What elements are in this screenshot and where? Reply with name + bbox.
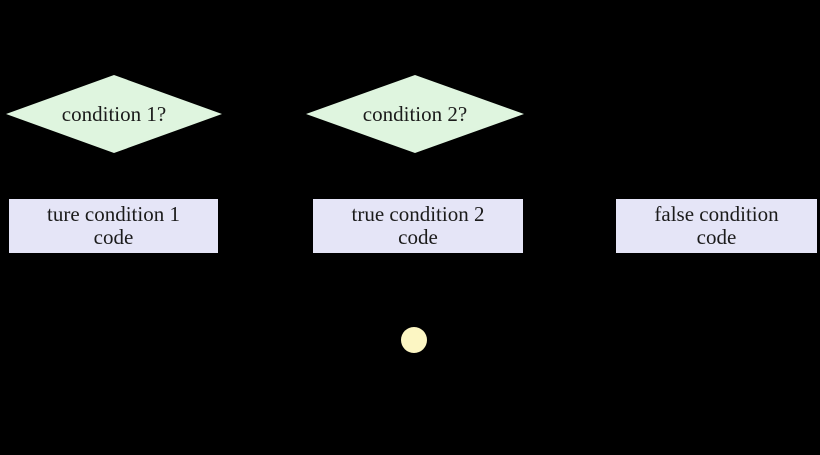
decision-label: condition 1? bbox=[61, 101, 167, 126]
process-label-line1: false condition bbox=[654, 202, 779, 226]
process-label-line2: code bbox=[398, 225, 438, 249]
decision-node-condition-1: condition 1? bbox=[6, 75, 222, 153]
process-label-line1: true condition 2 bbox=[351, 202, 485, 226]
decision-node-condition-2: condition 2? bbox=[306, 75, 524, 153]
process-label-line2: code bbox=[93, 225, 134, 249]
process-label-line1: ture condition 1 bbox=[47, 202, 180, 226]
process-node-true-condition-2: true condition 2 code bbox=[313, 199, 523, 253]
decision-label: condition 2? bbox=[362, 101, 468, 126]
terminal-circle-node bbox=[401, 327, 427, 353]
process-node-false-condition: false condition code bbox=[616, 199, 817, 253]
process-label-line2: code bbox=[696, 225, 737, 249]
process-node-true-condition-1: ture condition 1 code bbox=[9, 199, 218, 253]
